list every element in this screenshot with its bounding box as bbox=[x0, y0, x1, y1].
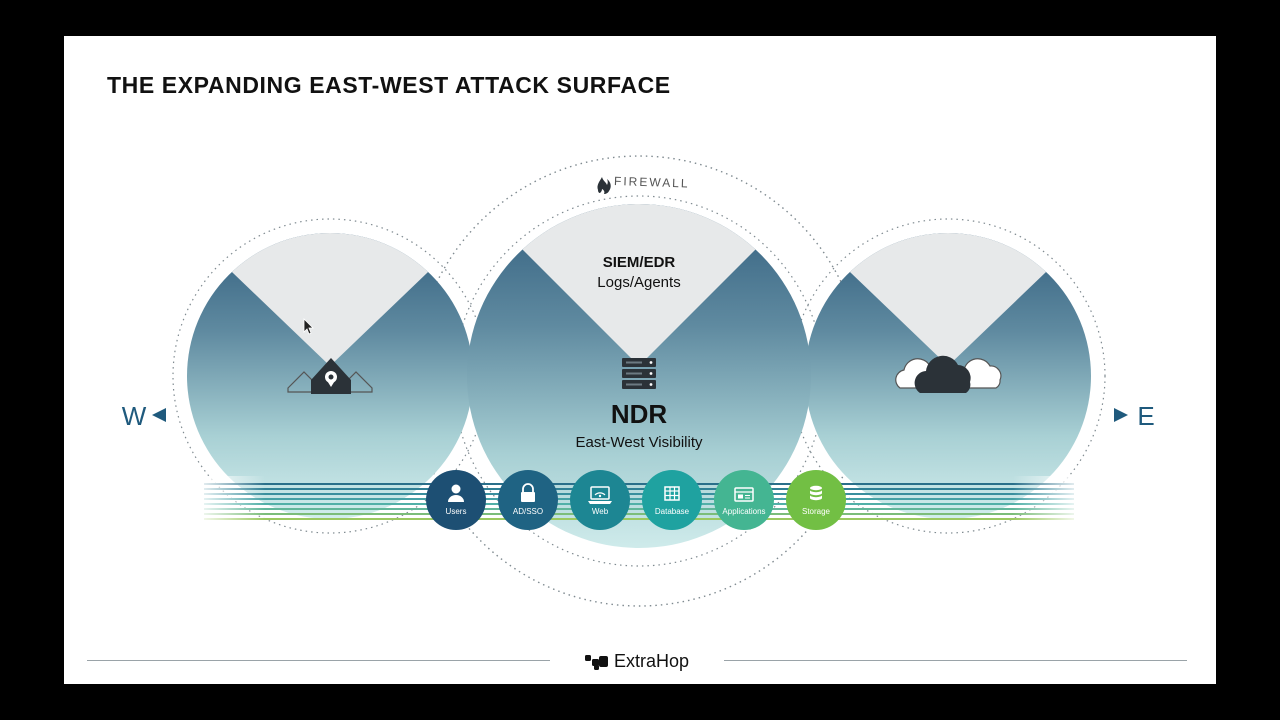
node-label: Storage bbox=[802, 507, 831, 516]
west-arrow bbox=[152, 408, 354, 422]
footer-divider-right bbox=[724, 660, 1187, 661]
app-window-icon bbox=[734, 487, 754, 502]
cloud-icon bbox=[895, 355, 1002, 393]
ndr-title: NDR bbox=[611, 399, 668, 429]
node-database: Database bbox=[642, 470, 702, 530]
node-label: Database bbox=[655, 507, 690, 516]
mouse-cursor-icon bbox=[303, 318, 314, 335]
node-ad-sso: AD/SSO bbox=[498, 470, 558, 530]
flame-icon bbox=[597, 177, 611, 194]
server-stack-icon bbox=[622, 358, 656, 389]
siem-title: SIEM/EDR bbox=[603, 254, 676, 271]
node-users: Users bbox=[426, 470, 486, 530]
home-location-icon bbox=[287, 358, 373, 394]
node-label: AD/SSO bbox=[513, 507, 543, 516]
database-icon bbox=[810, 485, 822, 501]
footer-divider-left bbox=[87, 660, 550, 661]
west-label: W bbox=[122, 401, 147, 431]
node-storage: Storage bbox=[786, 470, 846, 530]
east-arrow bbox=[924, 408, 1128, 422]
attack-surface-diagram: FIREWALL SIEM/EDR Logs/Agents NDR East-W… bbox=[122, 155, 1155, 607]
user-icon bbox=[448, 484, 464, 502]
brand-name: ExtraHop bbox=[614, 651, 690, 671]
network-stripes bbox=[194, 476, 1084, 528]
slide-title: THE EXPANDING EAST-WEST ATTACK SURFACE bbox=[107, 72, 671, 98]
laptop-wifi-icon bbox=[588, 486, 612, 504]
right-ring bbox=[790, 218, 1106, 534]
siem-subtitle: Logs/Agents bbox=[597, 274, 680, 291]
node-applications: Applications bbox=[714, 470, 774, 530]
node-web: Web bbox=[570, 470, 630, 530]
ndr-subtitle: East-West Visibility bbox=[576, 434, 703, 451]
table-icon bbox=[664, 486, 680, 501]
firewall-label: FIREWALL bbox=[597, 174, 690, 194]
node-label: Users bbox=[446, 507, 467, 516]
firewall-text: FIREWALL bbox=[614, 174, 690, 191]
extrahop-mark-icon bbox=[585, 654, 608, 670]
node-label: Web bbox=[592, 507, 609, 516]
east-label: E bbox=[1137, 401, 1154, 431]
node-label: Applications bbox=[722, 507, 765, 516]
extrahop-logo: ExtraHop bbox=[584, 651, 689, 672]
slide: THE EXPANDING EAST-WEST ATTACK SURFACE bbox=[64, 36, 1216, 684]
lock-icon bbox=[521, 483, 535, 502]
